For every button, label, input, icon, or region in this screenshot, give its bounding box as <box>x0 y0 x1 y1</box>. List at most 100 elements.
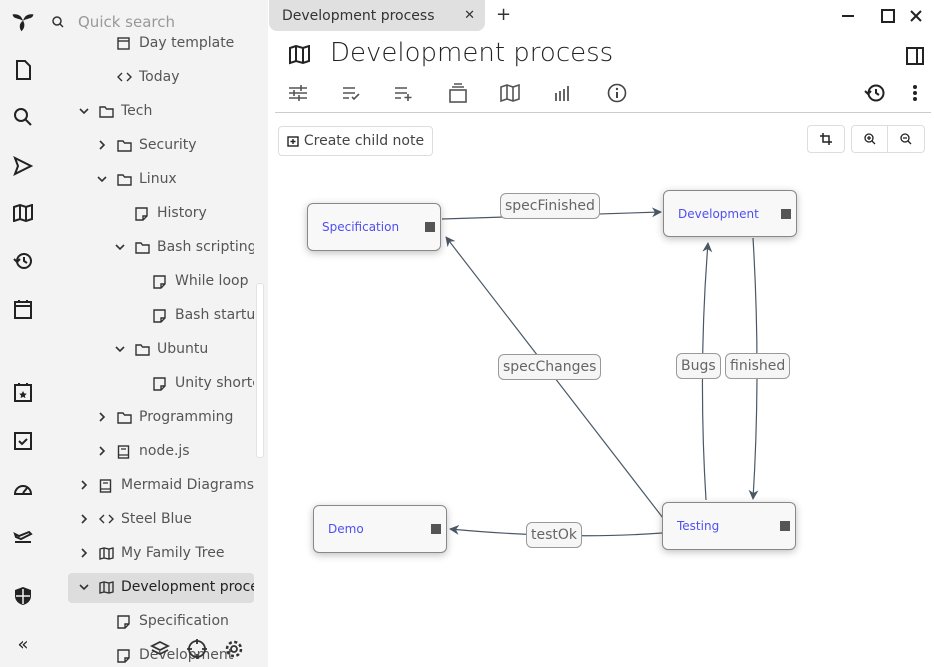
collapse-sidebar-icon[interactable]: « <box>17 633 29 655</box>
owned-attributes-icon[interactable] <box>393 82 415 104</box>
tree-item-label: Day template <box>139 35 235 51</box>
edge-label-specChanges[interactable]: specChanges <box>498 354 602 380</box>
chevron-right-icon[interactable] <box>78 513 90 525</box>
edge-label-specFinished[interactable]: specFinished <box>500 193 600 219</box>
quick-search[interactable]: Quick search <box>52 10 175 34</box>
tree-item[interactable]: Ubuntu <box>68 335 254 365</box>
tab-development-process[interactable]: Development process✕ <box>269 0 485 31</box>
note-icon <box>153 377 166 391</box>
node-specification[interactable]: Specification <box>307 203 441 251</box>
edge-label-finished[interactable]: finished <box>725 353 791 379</box>
chevron-down-icon[interactable] <box>114 241 126 253</box>
tree-item[interactable]: Security <box>68 131 254 161</box>
layers-icon[interactable] <box>150 640 170 658</box>
tree-item-label: Ubuntu <box>157 341 209 357</box>
tree-item[interactable]: Unity shortcuts <box>68 369 254 399</box>
tree-item[interactable]: Linux <box>68 165 254 195</box>
tree-item-label: Security <box>139 137 197 153</box>
tree-item-label: Linux <box>139 171 177 187</box>
promoted-attributes-icon[interactable] <box>341 82 363 104</box>
tree-item-label: Development process <box>121 579 254 595</box>
protected-session-icon[interactable] <box>11 584 35 608</box>
tasks-icon[interactable] <box>11 428 35 452</box>
edge-label-bugs[interactable]: Bugs <box>676 353 721 379</box>
info-icon[interactable] <box>606 82 628 104</box>
tree-item[interactable]: Tech <box>68 97 254 127</box>
relation-edges <box>441 207 759 537</box>
calendar-icon[interactable] <box>11 297 35 321</box>
tree-item[interactable]: Development process <box>68 573 254 603</box>
tree-item[interactable]: My Family Tree <box>68 539 254 569</box>
chevron-right-icon[interactable] <box>96 411 108 423</box>
tree-item[interactable]: While loop <box>68 267 254 297</box>
node-development[interactable]: Development <box>663 190 797 237</box>
crop-icon <box>820 133 832 145</box>
note-title[interactable]: Development process <box>330 38 614 68</box>
chevron-down-icon[interactable] <box>78 581 90 593</box>
chevron-down-icon[interactable] <box>96 173 108 185</box>
tree-item[interactable]: Development <box>68 641 254 667</box>
tree-item-label: Unity shortcuts <box>175 375 254 391</box>
note-revisions-icon[interactable] <box>864 82 886 104</box>
node-label: Specification <box>322 220 400 234</box>
note-icon <box>153 309 166 323</box>
new-note-icon[interactable] <box>11 58 35 82</box>
tree-item-label: Bash scripting <box>157 239 254 255</box>
toggle-right-pane-icon[interactable] <box>906 47 924 65</box>
properties-icon[interactable] <box>287 82 309 104</box>
chevron-right-icon[interactable] <box>96 139 108 151</box>
maximize-icon[interactable] <box>878 6 898 26</box>
node-demo[interactable]: Demo <box>313 505 447 553</box>
dashboard-icon[interactable] <box>11 476 35 500</box>
tree-item-label: My Family Tree <box>121 545 225 561</box>
tree-item[interactable]: Today <box>68 63 254 93</box>
note-map-icon[interactable] <box>11 201 35 225</box>
folder-icon <box>135 241 150 254</box>
tree-item[interactable]: Day template <box>68 29 254 59</box>
jump-to-icon[interactable] <box>11 154 35 178</box>
locate-note-icon[interactable] <box>187 639 207 659</box>
tree-item[interactable]: Bash scripting <box>68 233 254 263</box>
note-icon <box>153 275 166 289</box>
note-info-chart-icon[interactable] <box>552 82 574 104</box>
quick-search-input[interactable]: Quick search <box>78 13 176 31</box>
new-tab-button[interactable]: + <box>496 4 512 25</box>
tree-item[interactable]: node.js <box>68 437 254 467</box>
tree-item[interactable]: History <box>68 199 254 229</box>
settings-gear-icon[interactable] <box>224 639 244 659</box>
node-testing[interactable]: Testing <box>662 502 796 550</box>
connect-handle[interactable] <box>781 208 791 219</box>
close-window-icon[interactable] <box>906 6 926 26</box>
connect-handle[interactable] <box>431 524 441 534</box>
recent-changes-icon[interactable] <box>11 249 35 273</box>
minimize-icon[interactable] <box>838 6 858 26</box>
tree-item[interactable]: Bash startup <box>68 301 254 331</box>
chevron-down-icon[interactable] <box>114 343 126 355</box>
chevron-right-icon[interactable] <box>78 547 90 559</box>
edge-label-testOk[interactable]: testOk <box>526 522 583 548</box>
crop-fit-button[interactable] <box>807 125 845 153</box>
tree-item[interactable]: Mermaid Diagrams <box>68 471 254 501</box>
connect-handle[interactable] <box>780 521 790 531</box>
link-map-icon[interactable] <box>499 82 521 104</box>
search-icon[interactable] <box>11 105 35 129</box>
chevron-down-icon[interactable] <box>78 105 90 117</box>
tree-scrollbar[interactable] <box>256 283 264 458</box>
chevron-right-icon[interactable] <box>78 479 90 491</box>
connect-handle[interactable] <box>425 222 435 232</box>
zoom-out-button[interactable] <box>887 125 925 153</box>
zoom-out-icon <box>900 133 912 145</box>
tree-item[interactable]: Specification <box>68 607 254 637</box>
app-logo-icon[interactable] <box>11 8 35 32</box>
tree-item[interactable]: Steel Blue <box>68 505 254 535</box>
create-child-note-button[interactable]: Create child note <box>278 126 433 156</box>
folder-icon <box>135 343 150 356</box>
today-icon[interactable] <box>11 380 35 404</box>
more-menu-icon[interactable] <box>904 82 926 104</box>
folder-icon <box>117 411 132 424</box>
inherited-attributes-icon[interactable] <box>447 82 469 104</box>
chevron-right-icon[interactable] <box>96 445 108 457</box>
close-tab-icon[interactable]: ✕ <box>464 8 475 23</box>
tree-item[interactable]: Programming <box>68 403 254 433</box>
flight-icon[interactable] <box>11 523 35 547</box>
